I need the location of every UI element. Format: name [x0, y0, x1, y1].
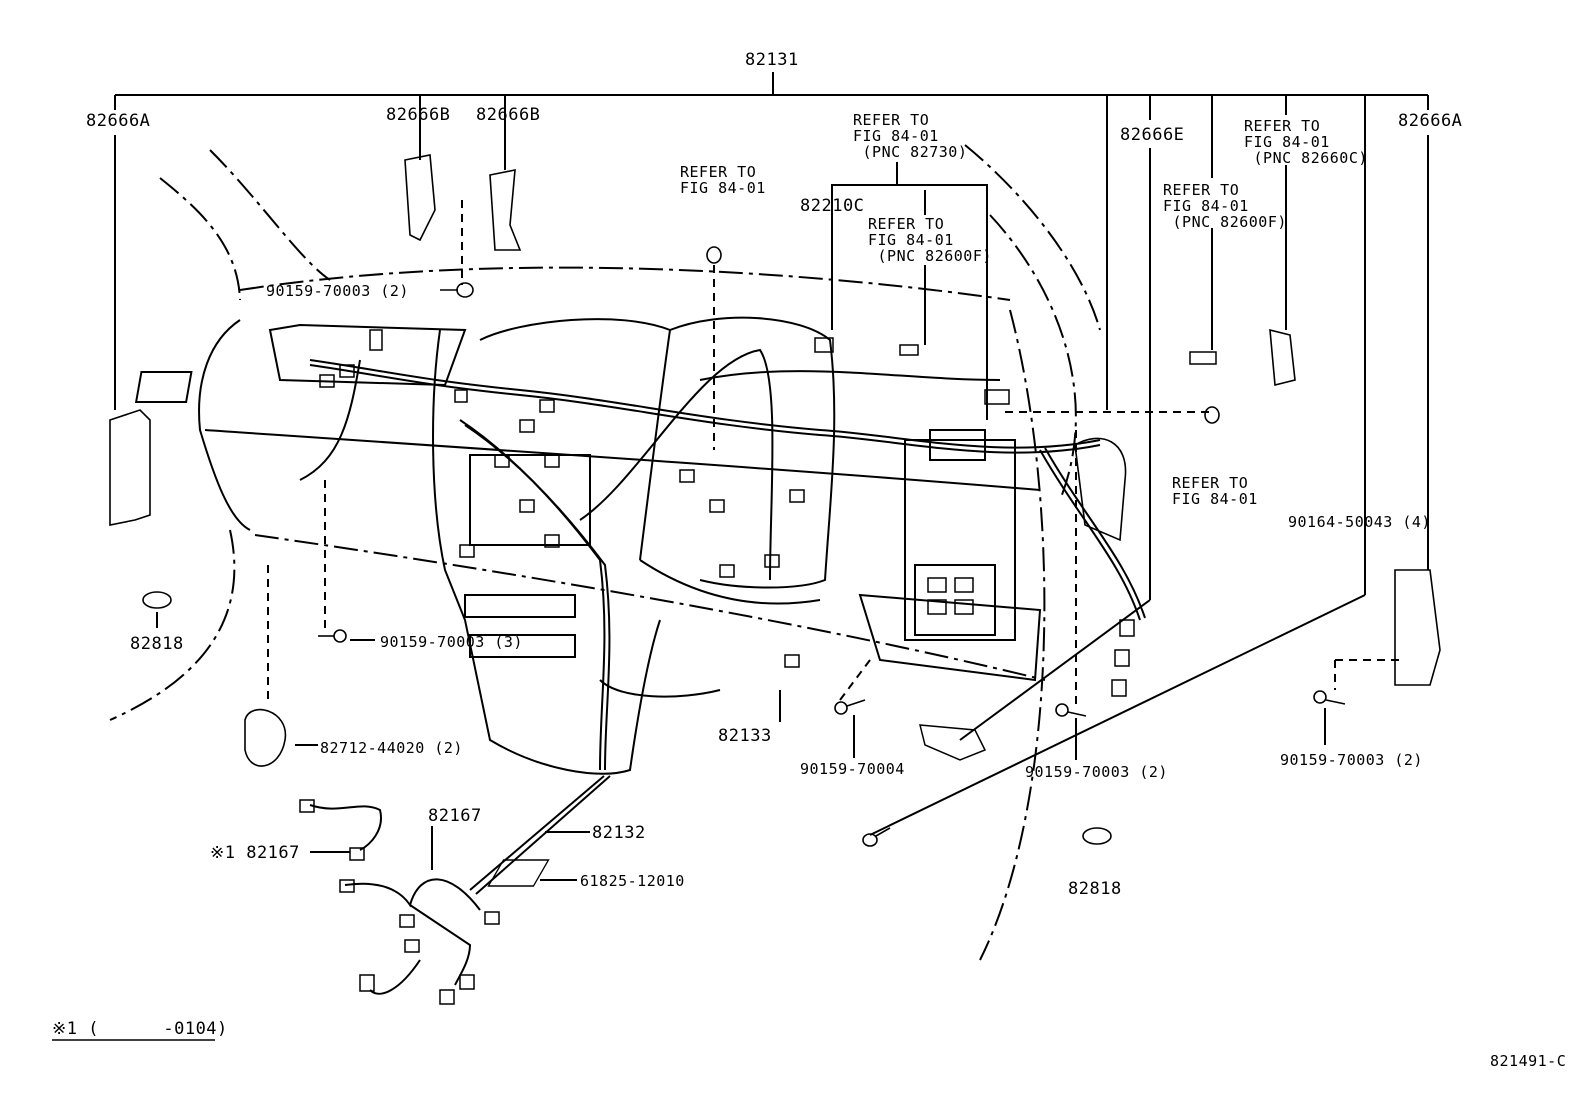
assembly-part-number: 82131 — [745, 50, 799, 70]
connectors — [299, 329, 1217, 1005]
part-label-82133: 82133 — [718, 726, 772, 746]
part-label-clip: 82712-44020 (2) — [320, 739, 463, 757]
part-label-82666b-1: 82666B — [386, 105, 451, 125]
part-label-82210c: 82210C — [800, 196, 865, 216]
ref-line: (PNC 82660C) — [1244, 149, 1368, 167]
footnote: ※1 ( -0104) — [52, 1019, 228, 1039]
harness-82167 — [309, 804, 481, 995]
part-label-82818-left: 82818 — [130, 634, 184, 654]
ref-line: REFER TO — [680, 163, 757, 181]
part-label-bolt-center-right: 90159-70003 (2) — [1025, 763, 1168, 781]
ref-line: FIG 84-01 — [1172, 490, 1258, 508]
ref-line: (PNC 82600F) — [1163, 213, 1287, 231]
part-label-61825: 61825-12010 — [580, 872, 685, 890]
part-label-screw-50043: 90164-50043 (4) — [1288, 513, 1431, 531]
ref-line: FIG 84-01 — [1244, 133, 1330, 151]
ref-line: (PNC 82600F) — [868, 247, 992, 265]
instrument-panel-body — [134, 316, 1042, 775]
part-label-82818-right: 82818 — [1068, 879, 1122, 899]
ref-line: FIG 84-01 — [853, 127, 939, 145]
part-label-82132: 82132 — [592, 823, 646, 843]
ref-line: FIG 84-01 — [1163, 197, 1249, 215]
ref-line: REFER TO — [1244, 117, 1321, 135]
part-label-82666a-left: 82666A — [86, 111, 151, 131]
part-label-82167: 82167 — [428, 806, 482, 826]
ref-line: (PNC 82730) — [853, 143, 968, 161]
wire-harness-82131 — [299, 348, 1146, 771]
part-label-82666a-right: 82666A — [1398, 111, 1463, 131]
part-label-82666b-2: 82666B — [476, 105, 541, 125]
leader-lines — [114, 72, 1429, 895]
ref-line: REFER TO — [1163, 181, 1240, 199]
part-label-bolt-mid: 90159-70003 (3) — [380, 633, 523, 651]
dashed-lines — [267, 200, 1400, 705]
ref-line: FIG 84-01 — [680, 179, 766, 197]
instrument-panel-outline — [109, 144, 1101, 961]
ref-line: REFER TO — [868, 215, 945, 233]
ref-line: REFER TO — [1172, 474, 1249, 492]
ref-line: FIG 84-01 — [868, 231, 954, 249]
ref-line: REFER TO — [853, 111, 930, 129]
part-label-bolt-70004: 90159-70004 — [800, 760, 905, 778]
part-label-bolt-far-right: 90159-70003 (2) — [1280, 751, 1423, 769]
part-label-bolt-top: 90159-70003 (2) — [266, 282, 409, 300]
brackets-and-fasteners — [52, 154, 1441, 1041]
figure-id: 821491-C — [1490, 1052, 1567, 1070]
part-label-82666e: 82666E — [1120, 125, 1185, 145]
part-label-82167-note: ※1 82167 — [210, 843, 300, 863]
